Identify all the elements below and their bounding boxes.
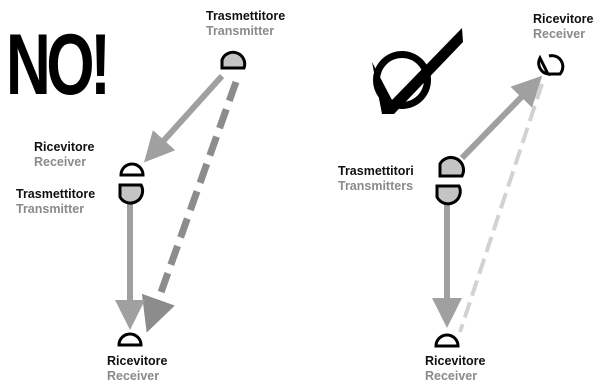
label-bottom-receiver-left: Ricevitore Receiver: [107, 354, 167, 384]
label-middle-transmitter: Trasmettitore Transmitter: [16, 187, 95, 217]
sensor-bottom-receiver: [117, 332, 143, 347]
label-top-transmitter-it: Trasmettitore: [206, 9, 286, 23]
sensor-bottom-receiver-right: [434, 333, 460, 348]
label-bottom-receiver-right: Ricevitore Receiver: [425, 354, 485, 384]
label-top-receiver-en: Receiver: [533, 27, 586, 41]
sensor-top-transmitter: [220, 50, 247, 70]
label-middle-receiver: Ricevitore Receiver: [34, 140, 94, 170]
label-top-receiver: Ricevitore Receiver: [533, 12, 593, 42]
sensor-middle-transmitter: [118, 183, 145, 205]
no-mark-text: NO!: [6, 17, 111, 113]
wrong-setup: [115, 50, 247, 347]
sensor-top-receiver: [537, 54, 565, 76]
sensor-middle-transmitter-lower: [435, 184, 462, 206]
label-bottom-receiver-right-it: Ricevitore: [425, 354, 486, 368]
label-middle-transmitters-it: Trasmettitori: [338, 164, 414, 178]
check-circle-icon: [372, 28, 463, 114]
interference-arrow-light-dashed: [458, 83, 544, 333]
sensor-middle-receiver: [119, 162, 145, 177]
label-top-receiver-it: Ricevitore: [533, 12, 594, 26]
label-middle-transmitters-en: Transmitters: [338, 179, 414, 193]
label-middle-transmitter-en: Transmitter: [16, 202, 85, 216]
label-middle-receiver-it: Ricevitore: [34, 140, 95, 154]
label-middle-transmitter-it: Trasmettitore: [16, 187, 96, 201]
interference-arrow-dashed: [141, 80, 240, 333]
signal-arrow-to-top-receiver: [459, 75, 543, 161]
label-top-transmitter: Trasmettitore Transmitter: [206, 9, 285, 39]
label-bottom-receiver-left-it: Ricevitore: [107, 354, 168, 368]
signal-arrow-top-to-middle: [143, 73, 225, 163]
label-middle-receiver-en: Receiver: [34, 155, 87, 169]
label-bottom-receiver-left-en: Receiver: [107, 369, 160, 383]
correct-setup: [372, 28, 565, 348]
label-middle-transmitters: Trasmettitori Transmitters: [338, 164, 414, 194]
label-top-transmitter-en: Transmitter: [206, 24, 275, 38]
sensor-middle-transmitter-upper: [438, 155, 466, 178]
label-bottom-receiver-right-en: Receiver: [425, 369, 478, 383]
